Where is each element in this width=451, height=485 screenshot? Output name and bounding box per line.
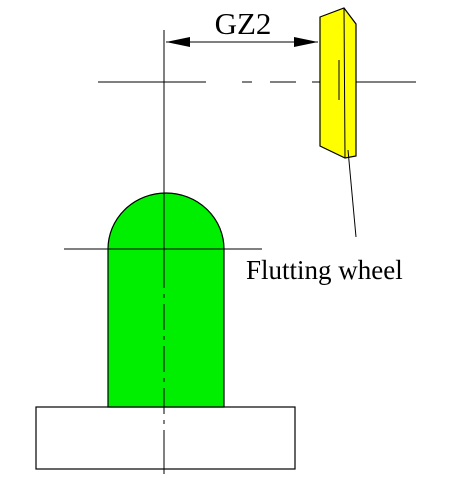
dimension-arrow-left xyxy=(166,37,190,47)
callout-leader-line xyxy=(347,149,357,238)
base-block xyxy=(35,406,296,470)
flutting-wheel-edge xyxy=(343,7,346,159)
callout-label: Flutting wheel xyxy=(246,255,403,285)
flutting-wheel xyxy=(319,7,357,159)
workpiece xyxy=(107,192,225,408)
dimension-label: GZ2 xyxy=(215,6,272,41)
dimension-arrow-right xyxy=(294,37,318,47)
